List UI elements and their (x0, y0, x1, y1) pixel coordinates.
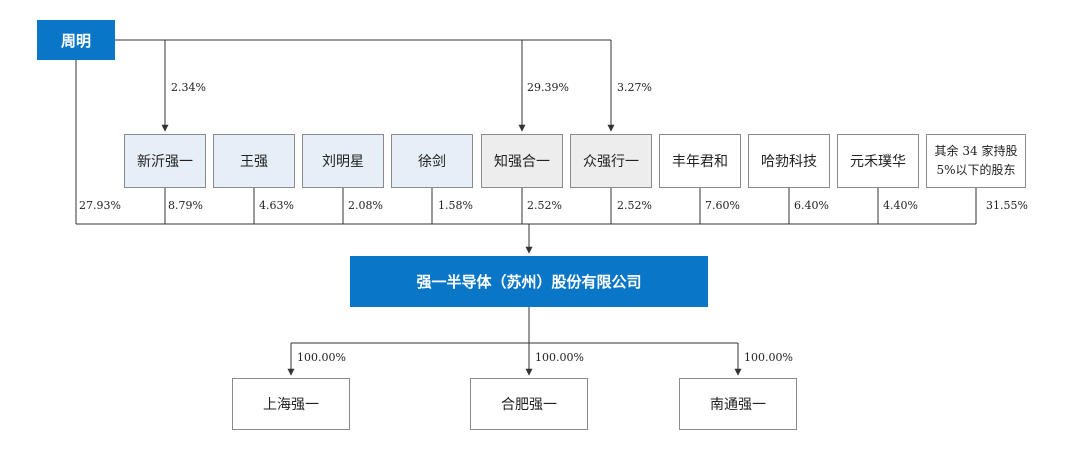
pct-label: 2.52% (527, 199, 562, 212)
pct-label: 31.55% (986, 199, 1028, 212)
shareholder-box[interactable]: 徐剑 (391, 134, 473, 188)
shareholder-box[interactable]: 众强行一 (570, 134, 652, 188)
shareholder-box[interactable]: 元禾璞华 (837, 134, 919, 188)
shareholder-box[interactable]: 丰年君和 (659, 134, 741, 188)
pct-label: 27.93% (79, 199, 121, 212)
shareholder-box[interactable]: 知强合一 (481, 134, 563, 188)
subsidiary-box[interactable]: 合肥强一 (470, 378, 588, 430)
shareholder-box[interactable]: 王强 (213, 134, 295, 188)
shareholder-box[interactable]: 刘明星 (302, 134, 384, 188)
company-box[interactable]: 强一半导体（苏州）股份有限公司 (350, 256, 708, 307)
others-label-line1: 其余 34 家持股 (934, 144, 1018, 158)
pct-label: 4.40% (883, 199, 918, 212)
shareholder-box-others[interactable]: 其余 34 家持股 5%以下的股东 (926, 134, 1026, 188)
zhou-ming-box[interactable]: 周明 (37, 20, 115, 60)
others-label-line2: 5%以下的股东 (936, 163, 1016, 177)
pct-label: 3.27% (617, 81, 652, 94)
pct-label: 2.52% (617, 199, 652, 212)
pct-label: 29.39% (527, 81, 569, 94)
pct-label: 100.00% (535, 351, 584, 364)
pct-label: 6.40% (794, 199, 829, 212)
pct-label: 7.60% (705, 199, 740, 212)
pct-label: 2.08% (348, 199, 383, 212)
shareholder-box[interactable]: 哈勃科技 (748, 134, 830, 188)
subsidiary-box[interactable]: 上海强一 (232, 378, 350, 430)
pct-label: 100.00% (744, 351, 793, 364)
subsidiary-box[interactable]: 南通强一 (679, 378, 797, 430)
pct-label: 4.63% (259, 199, 294, 212)
pct-label: 2.34% (171, 81, 206, 94)
shareholder-box[interactable]: 新沂强一 (124, 134, 206, 188)
pct-label: 1.58% (438, 199, 473, 212)
pct-label: 8.79% (168, 199, 203, 212)
pct-label: 100.00% (297, 351, 346, 364)
